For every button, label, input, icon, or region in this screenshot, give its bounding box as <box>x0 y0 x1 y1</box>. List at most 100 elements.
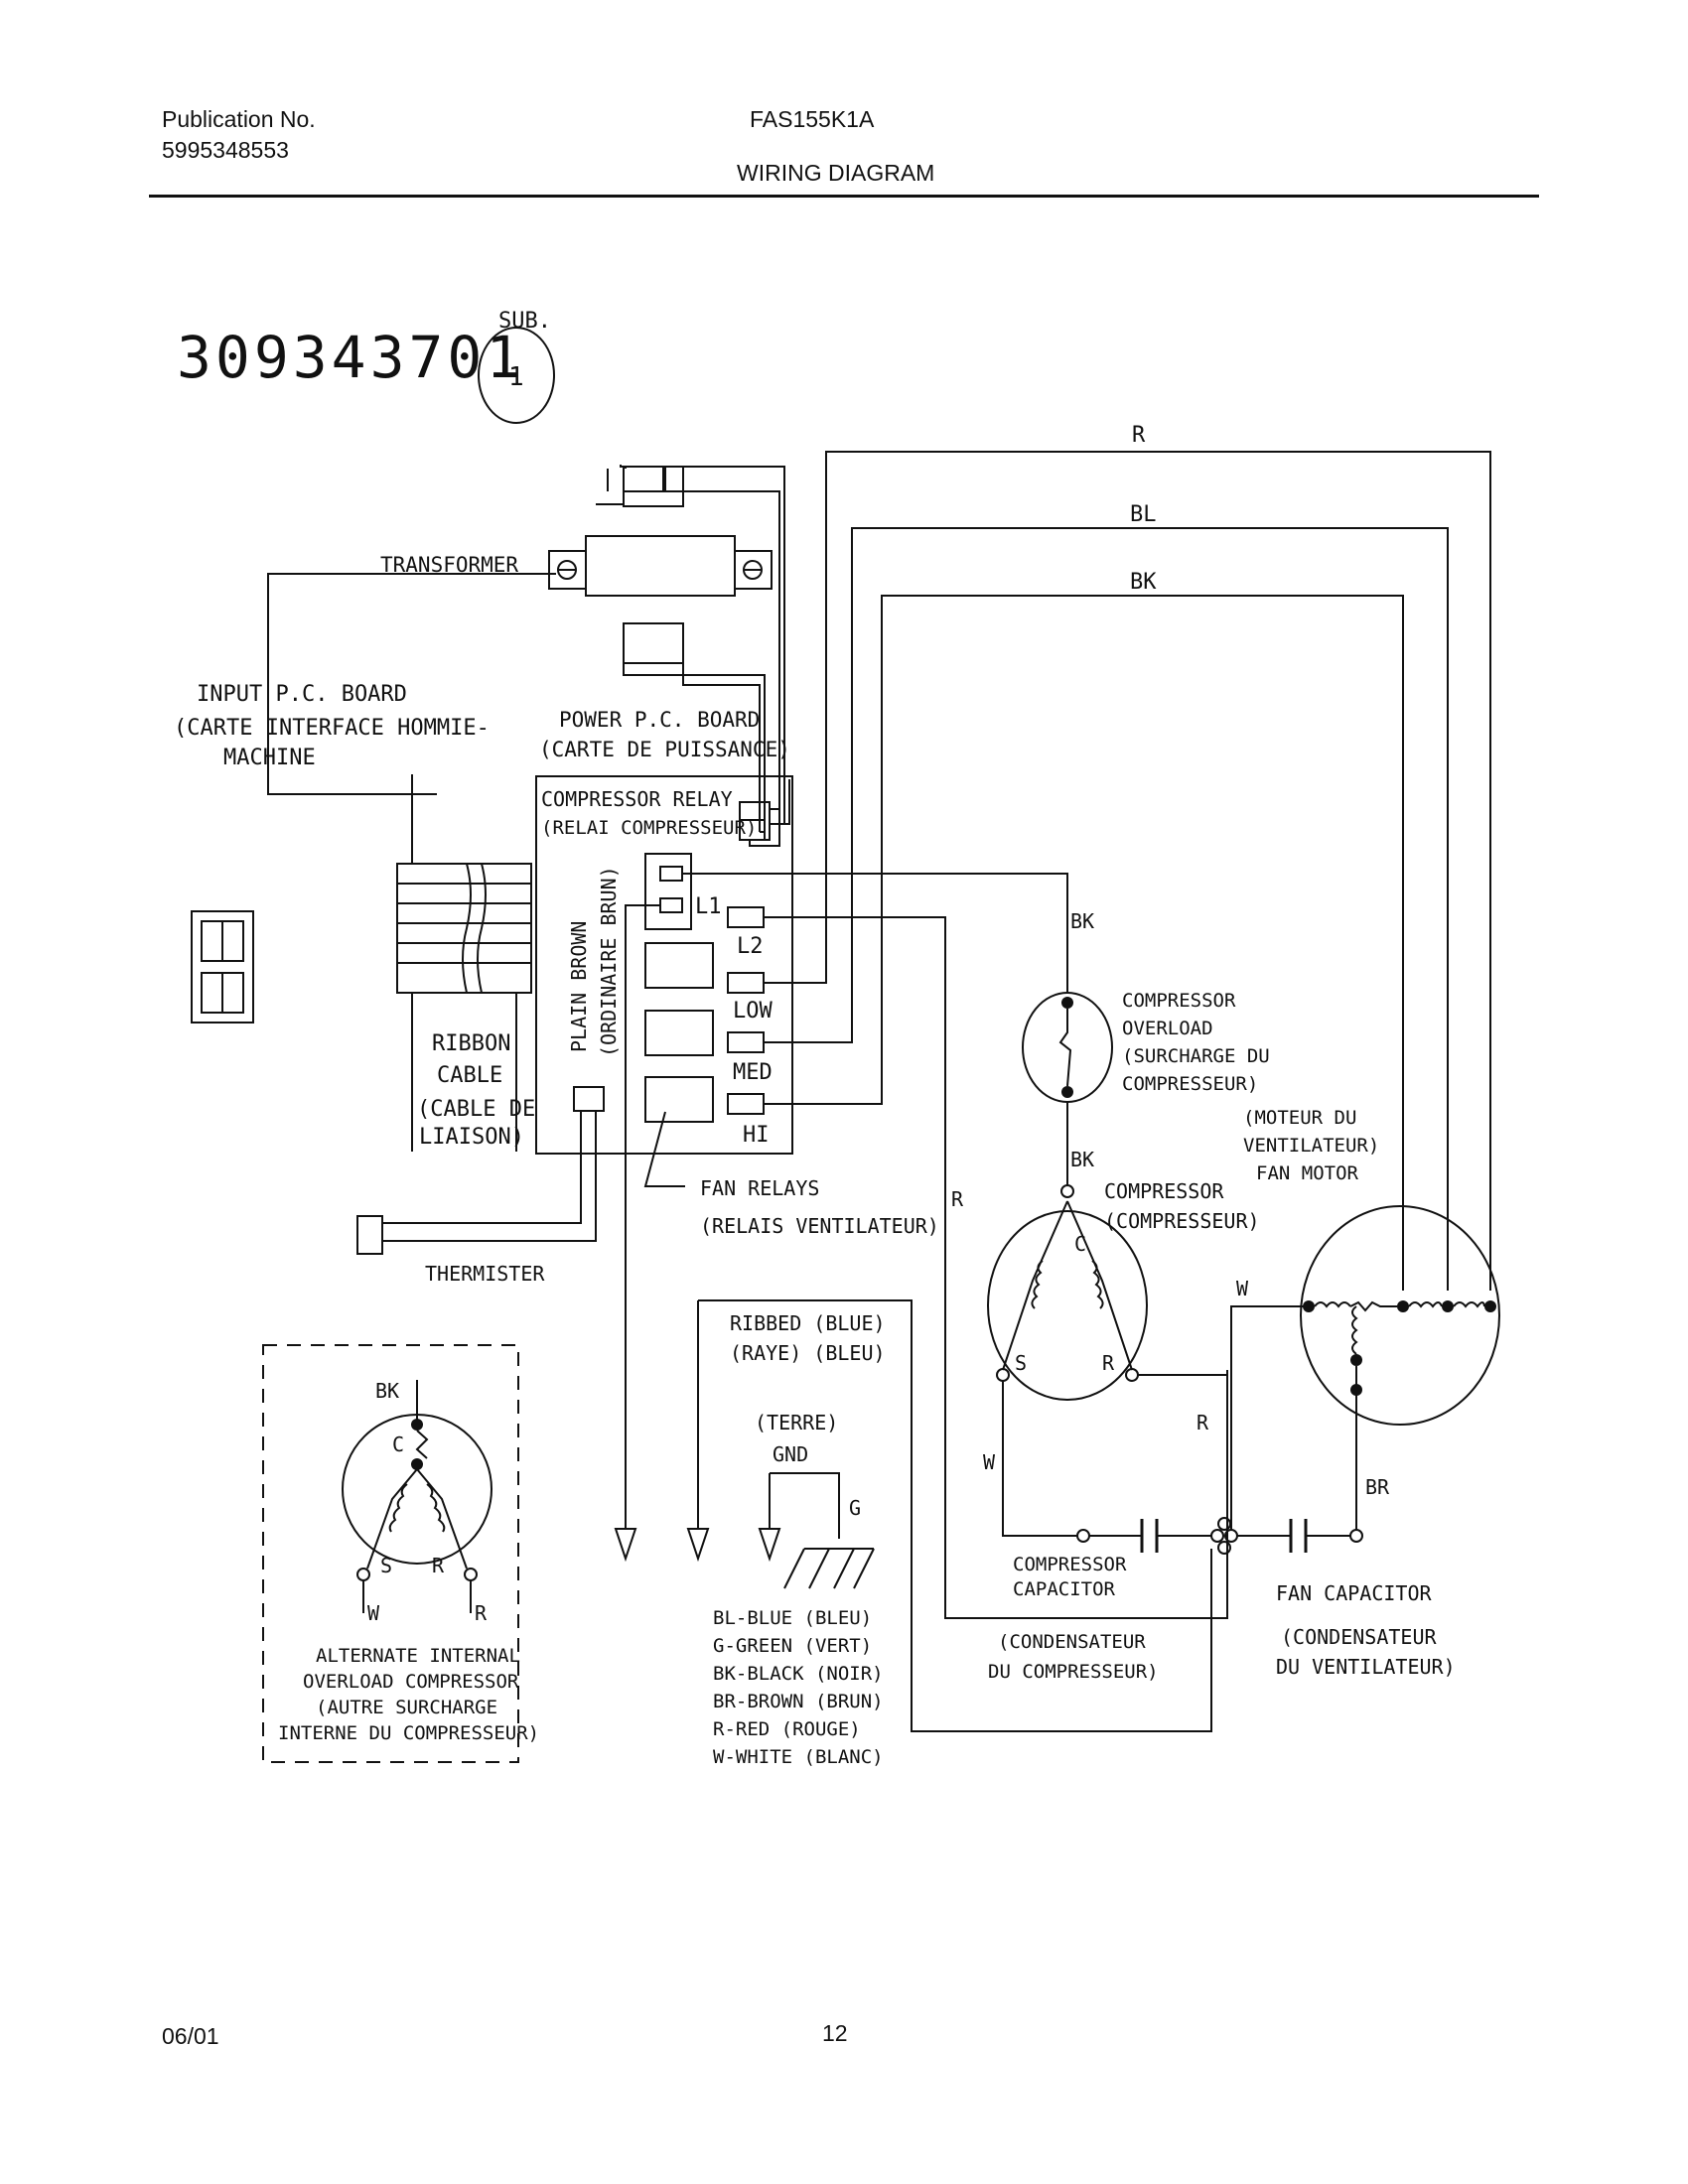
alt-bk-label: BK <box>375 1379 399 1403</box>
compressor-term-c: C <box>1074 1232 1086 1256</box>
compressor-r-wire <box>1138 1374 1228 1529</box>
fan-motor-label-3: FAN MOTOR <box>1256 1162 1359 1184</box>
section-title: WIRING DIAGRAM <box>737 160 935 186</box>
terminal-med: MED <box>733 1060 773 1085</box>
compressor-relay-label-1: COMPRESSOR RELAY <box>541 787 733 811</box>
wire-label-r: R <box>1132 423 1146 448</box>
alt-r-label: R <box>432 1554 445 1577</box>
wire-r-mid: R <box>951 1187 964 1211</box>
overload-label-2: OVERLOAD <box>1122 1018 1213 1039</box>
plain-brown-label-1: PLAIN BROWN <box>567 921 591 1052</box>
ribbed-label-1: RIBBED (BLUE) <box>730 1311 886 1335</box>
input-board-label-2: (CARTE INTERFACE HOMMIE- <box>174 716 490 741</box>
compressor-overload <box>1022 943 1113 1198</box>
alt-label-4: INTERNE DU COMPRESSEUR) <box>278 1722 539 1744</box>
relay-to-overload <box>682 873 1068 993</box>
top-harness <box>825 451 1491 1291</box>
compressor-label-2: (COMPRESSEUR) <box>1104 1209 1260 1233</box>
wire-bk-upper: BK <box>1070 909 1094 933</box>
legend-g: G-GREEN (VERT) <box>713 1635 872 1657</box>
terminal-l1: L1 <box>695 894 722 919</box>
power-board-label-2: (CARTE DE PUISSANCE) <box>539 738 790 761</box>
fan-relays-label-2: (RELAIS VENTILATEUR) <box>700 1214 939 1238</box>
thermister-label: THERMISTER <box>425 1262 545 1286</box>
plain-brown-label-2: (ORDINAIRE BRUN) <box>597 866 621 1057</box>
overload-label-1: COMPRESSOR <box>1122 990 1236 1012</box>
ribbon-label-1: RIBBON <box>432 1031 510 1056</box>
wire-w-right: W <box>1236 1277 1249 1300</box>
footer-date: 06/01 <box>162 2023 219 2049</box>
alt-label-2: OVERLOAD COMPRESSOR <box>303 1671 519 1693</box>
compressor-s-wire <box>1002 1381 1077 1537</box>
compressor-label-1: COMPRESSOR <box>1104 1179 1224 1203</box>
display-panel <box>191 910 254 1024</box>
comp-cap-label-4: DU COMPRESSEUR) <box>988 1661 1159 1683</box>
fan-motor-label-2: VENTILATEUR) <box>1243 1135 1379 1157</box>
thermister <box>356 1112 597 1255</box>
compressor-relay-label-2: (RELAI COMPRESSEUR) <box>541 817 757 839</box>
legend-bl: BL-BLUE (BLEU) <box>713 1607 872 1629</box>
fan-motor-label-1: (MOTEUR DU <box>1243 1107 1356 1129</box>
comp-cap-label-3: (CONDENSATEUR <box>998 1631 1146 1653</box>
g-label: G <box>849 1496 861 1520</box>
ribbed-label-2: (RAYE) (BLEU) <box>730 1341 886 1365</box>
overload-label-3: (SURCHARGE DU <box>1122 1045 1270 1067</box>
alt-label-1: ALTERNATE INTERNAL <box>316 1645 520 1667</box>
terminal-low: LOW <box>733 999 773 1024</box>
sub-number: 1 <box>508 362 524 392</box>
publication-number: 5995348553 <box>162 137 289 163</box>
hi-wire <box>764 1102 883 1105</box>
fan-relays-leader <box>643 1111 685 1187</box>
gnd-label: GND <box>773 1442 808 1466</box>
power-board-label-1: POWER P.C. BOARD <box>559 708 760 732</box>
ribbon-label-4: LIAISON) <box>419 1125 524 1150</box>
header-rule <box>149 195 1539 198</box>
ribbon-cable <box>396 863 532 1152</box>
transformer <box>548 466 780 839</box>
legend-r: R-RED (ROUGE) <box>713 1718 861 1740</box>
terminal-l2: L2 <box>737 934 764 959</box>
legend-bk: BK-BLACK (NOIR) <box>713 1663 884 1685</box>
fan-motor <box>1300 1205 1500 1426</box>
relay-coil-wire-2 <box>770 808 780 824</box>
transformer-label: TRANSFORMER <box>380 553 518 577</box>
transformer-wire <box>267 573 556 795</box>
fan-cap-label-1: FAN CAPACITOR <box>1276 1581 1432 1605</box>
wire-r-right: R <box>1196 1411 1209 1434</box>
wire-label-bk: BK <box>1130 570 1157 595</box>
input-board-label-3: MACHINE <box>223 746 316 770</box>
footer-page: 12 <box>822 2020 848 2046</box>
comp-cap-label-1: COMPRESSOR <box>1013 1554 1127 1575</box>
alt-r2-label: R <box>475 1601 488 1625</box>
wire-br: BR <box>1365 1475 1390 1499</box>
alt-s-label: S <box>380 1554 392 1577</box>
fan-cap-label-2: (CONDENSATEUR <box>1281 1625 1437 1649</box>
alt-label-3: (AUTRE SURCHARGE <box>316 1697 497 1718</box>
alternate-overload-box <box>262 1344 519 1763</box>
overload-label-4: COMPRESSEUR) <box>1122 1073 1258 1095</box>
fan-cap-label-3: DU VENTILATEUR) <box>1276 1655 1456 1679</box>
l1-wire <box>625 904 660 1519</box>
compressor-term-r: R <box>1102 1351 1115 1375</box>
transformer-loop-final <box>620 465 785 824</box>
alt-w-label: W <box>367 1601 380 1625</box>
l2-wire <box>764 916 1228 1619</box>
alt-c-label: C <box>392 1433 404 1456</box>
wire-w-left: W <box>983 1450 996 1474</box>
fan-motor-w-wire <box>1230 1305 1309 1530</box>
legend-br: BR-BROWN (BRUN) <box>713 1691 884 1712</box>
comp-cap-label-2: CAPACITOR <box>1013 1578 1116 1600</box>
legend-w: W-WHITE (BLANC) <box>713 1746 884 1768</box>
relay-coil-wire-4 <box>770 779 790 825</box>
med-wire <box>764 1023 853 1043</box>
publication-label: Publication No. <box>162 106 316 132</box>
ribbon-label-3: (CABLE DE <box>417 1097 535 1122</box>
ribbon-label-2: CABLE <box>437 1063 502 1088</box>
fan-capacitor <box>1237 1410 1363 1553</box>
wire-bk-lower: BK <box>1070 1148 1094 1171</box>
compressor-capacitor <box>1076 1517 1238 1555</box>
input-board-label-1: INPUT P.C. BOARD <box>197 682 407 707</box>
fan-relays-label-1: FAN RELAYS <box>700 1176 819 1200</box>
ground-arrows <box>614 1299 1212 1732</box>
